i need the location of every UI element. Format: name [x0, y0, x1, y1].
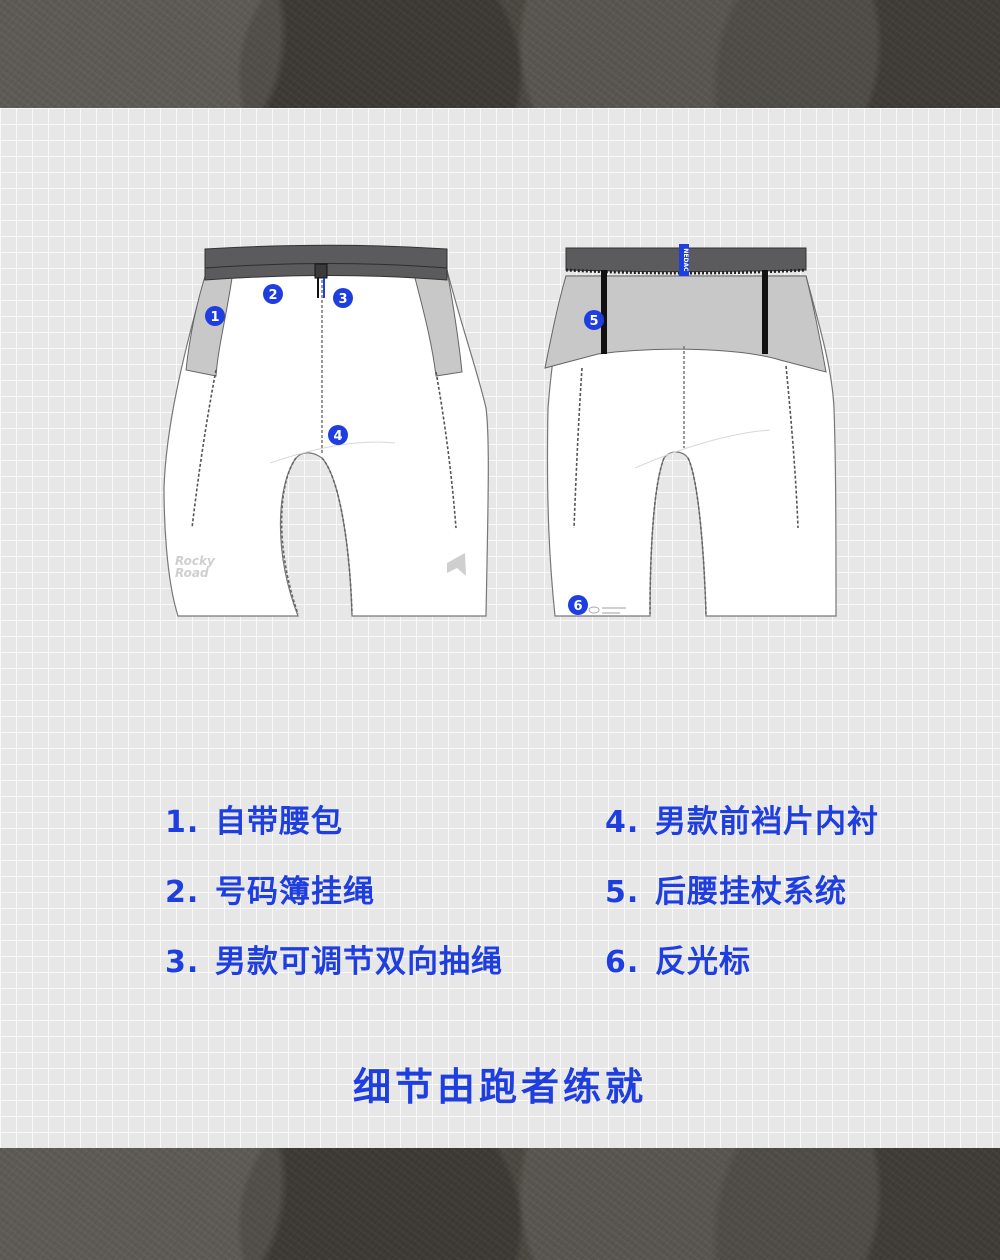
feature-3-number: 3. [165, 945, 200, 980]
svg-text:Rocky: Rocky [175, 554, 216, 568]
feature-3-text: 男款可调节双向抽绳 [215, 944, 503, 980]
rocky-road-logo: Rocky Road [175, 554, 216, 580]
feature-1-number: 1. [165, 805, 200, 840]
feature-5-text: 后腰挂杖系统 [655, 874, 847, 910]
feature-6-text: 反光标 [655, 944, 751, 980]
shorts-illustration: Rocky Road NEDAC [163, 244, 837, 617]
feature-4-text: 男款前裆片内衬 [655, 804, 879, 840]
shorts-front-view: Rocky Road [163, 244, 489, 617]
shorts-back-view: NEDAC [544, 244, 837, 617]
feature-6: 6. 反光标 [605, 936, 751, 981]
feature-1-text: 自带腰包 [215, 804, 343, 840]
marker-6: 6 [568, 595, 588, 615]
marker-1: 1 [205, 306, 225, 326]
feature-2-number: 2. [165, 875, 200, 910]
feature-6-number: 6. [605, 945, 640, 980]
marker-5: 5 [584, 310, 604, 330]
feature-5: 5. 后腰挂杖系统 [605, 866, 847, 911]
feature-4: 4. 男款前裆片内衬 [605, 796, 879, 841]
tagline: 细节由跑者练就 [352, 1065, 647, 1109]
feature-4-number: 4. [605, 805, 640, 840]
stone-texture-top [0, 0, 1000, 108]
content-panel: Rocky Road NEDAC [0, 108, 1000, 1148]
marker-2: 2 [263, 284, 283, 304]
svg-text:5: 5 [589, 314, 598, 329]
feature-2-text: 号码簿挂绳 [215, 874, 375, 910]
feature-1: 1. 自带腰包 [165, 796, 343, 841]
svg-text:6: 6 [573, 599, 582, 614]
stone-texture-bottom [0, 1148, 1000, 1260]
brand-arrow-logo [447, 553, 466, 576]
marker-3: 3 [333, 288, 353, 308]
svg-text:4: 4 [333, 429, 342, 444]
svg-text:1: 1 [210, 310, 219, 325]
svg-text:3: 3 [338, 292, 347, 307]
marker-4: 4 [328, 425, 348, 445]
waist-tag-label: NEDAC [682, 248, 689, 272]
reflective-mark [588, 606, 626, 614]
svg-text:2: 2 [268, 288, 277, 303]
feature-3: 3. 男款可调节双向抽绳 [165, 936, 503, 981]
feature-5-number: 5. [605, 875, 640, 910]
feature-2: 2. 号码簿挂绳 [165, 866, 375, 911]
svg-text:Road: Road [175, 566, 209, 580]
